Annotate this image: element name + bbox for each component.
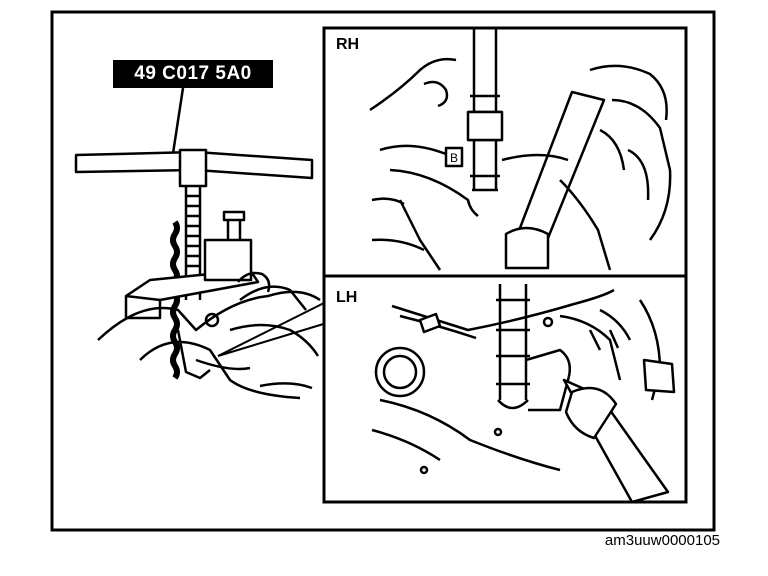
figure-code: am3uuw0000105 — [604, 532, 720, 549]
svg-text:B: B — [450, 151, 458, 165]
outer-frame — [50, 10, 716, 532]
lh-view-drawing — [371, 284, 676, 504]
tool-illustration — [74, 87, 331, 400]
tool-part-number-label: 49 C017 5A0 — [113, 60, 273, 88]
lh-view-label: LH — [336, 289, 358, 306]
rh-view-label: RH — [336, 36, 360, 53]
rh-view-drawing: B — [369, 28, 672, 271]
